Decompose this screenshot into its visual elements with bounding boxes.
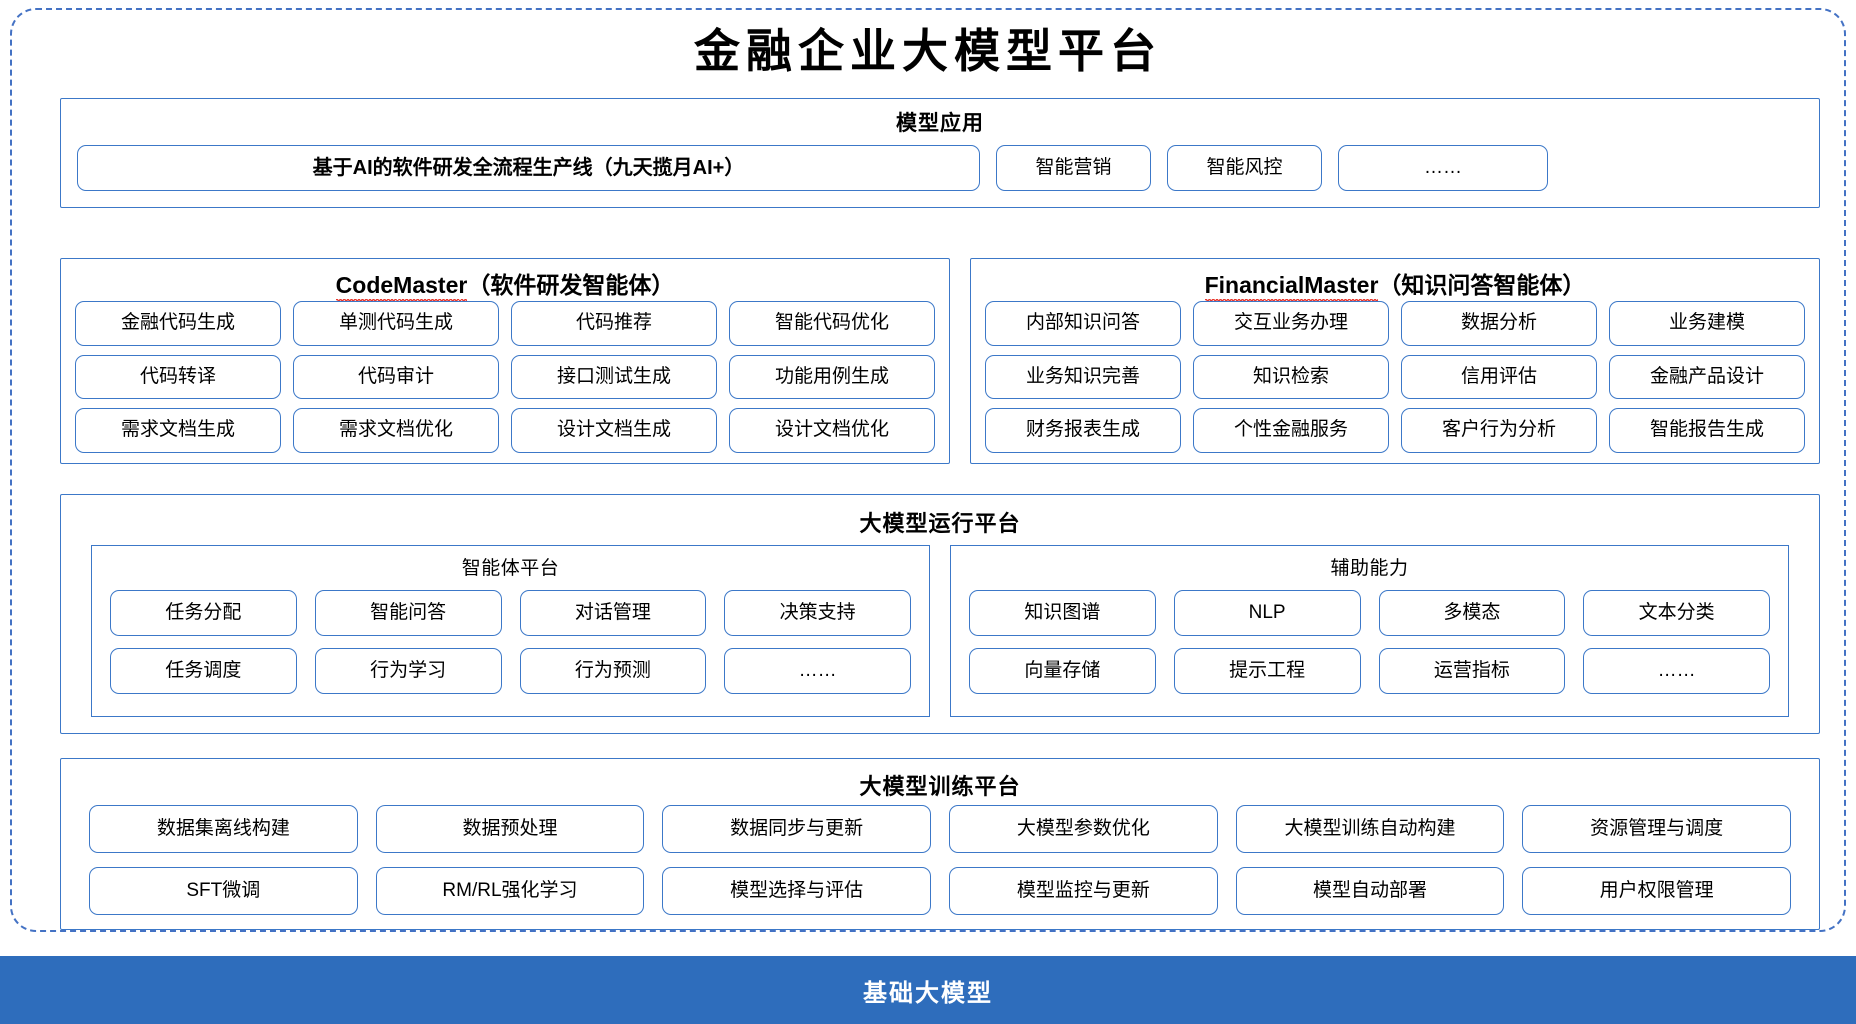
support-capability-item-4[interactable]: 向量存储 [969, 648, 1156, 694]
app-item-ellipsis[interactable]: …… [1338, 145, 1548, 191]
codemaster-item-11[interactable]: 设计文档优化 [729, 408, 935, 453]
app-item-smart-risk-control[interactable]: 智能风控 [1167, 145, 1322, 191]
training-item-4[interactable]: 大模型训练自动构建 [1235, 805, 1505, 853]
agent-platform-item-5[interactable]: 行为学习 [314, 648, 502, 694]
financialmaster-item-7[interactable]: 金融产品设计 [1609, 354, 1805, 400]
codemaster-item-10[interactable]: 设计文档生成 [511, 408, 717, 453]
financialmaster-item-3[interactable]: 业务建模 [1609, 301, 1805, 346]
runtime-column-agent-platform: 智能体平台 任务分配 智能问答 对话管理 决策支持 任务调度 行为学习 行为预测… [91, 545, 930, 717]
codemaster-item-0[interactable]: 金融代码生成 [75, 301, 281, 346]
foundation-model-bar: 基础大模型 [0, 956, 1856, 1024]
page-title: 金融企业大模型平台 [694, 26, 1162, 77]
financialmaster-item-5[interactable]: 知识检索 [1193, 354, 1389, 400]
agent-platform-item-3[interactable]: 决策支持 [724, 590, 911, 636]
financialmaster-item-11[interactable]: 智能报告生成 [1609, 408, 1805, 453]
financialmaster-item-10[interactable]: 客户行为分析 [1401, 408, 1597, 453]
codemaster-item-9[interactable]: 需求文档优化 [293, 408, 499, 453]
runtime-column-agent-platform-items: 任务分配 智能问答 对话管理 决策支持 任务调度 行为学习 行为预测 …… [110, 590, 911, 694]
agent-financialmaster-name-en: FinancialMaster [1204, 272, 1379, 304]
agent-platform-item-4[interactable]: 任务调度 [110, 648, 297, 694]
support-capability-item-ellipsis[interactable]: …… [1583, 648, 1770, 694]
support-capability-item-6[interactable]: 运营指标 [1378, 648, 1566, 694]
agent-codemaster-name-en: CodeMaster [335, 272, 468, 304]
support-capability-item-0[interactable]: 知识图谱 [969, 590, 1156, 636]
financialmaster-item-1[interactable]: 交互业务办理 [1193, 301, 1389, 346]
model-application-items: 基于AI的软件研发全流程生产线（九天揽月AI+） 智能营销 智能风控 …… [77, 145, 1803, 191]
codemaster-item-5[interactable]: 代码审计 [293, 354, 499, 400]
financialmaster-item-9[interactable]: 个性金融服务 [1193, 408, 1389, 453]
panel-training-platform: 大模型训练平台 数据集离线构建 数据预处理 数据同步与更新 大模型参数优化 大模… [60, 758, 1820, 930]
codemaster-item-7[interactable]: 功能用例生成 [729, 354, 935, 400]
agent-codemaster-title: CodeMaster（软件研发智能体） [61, 266, 949, 304]
support-capability-item-2[interactable]: 多模态 [1378, 590, 1566, 636]
training-item-6[interactable]: SFT微调 [89, 867, 358, 915]
training-item-0[interactable]: 数据集离线构建 [89, 805, 358, 853]
foundation-model-label: 基础大模型 [863, 979, 993, 1007]
training-item-5[interactable]: 资源管理与调度 [1522, 805, 1791, 853]
training-item-11[interactable]: 用户权限管理 [1522, 867, 1791, 915]
training-platform-items: 数据集离线构建 数据预处理 数据同步与更新 大模型参数优化 大模型训练自动构建 … [89, 805, 1791, 915]
training-item-3[interactable]: 大模型参数优化 [948, 805, 1218, 853]
training-item-8[interactable]: 模型选择与评估 [662, 867, 931, 915]
codemaster-item-6[interactable]: 接口测试生成 [511, 354, 717, 400]
financialmaster-item-0[interactable]: 内部知识问答 [985, 301, 1181, 346]
support-capability-item-3[interactable]: 文本分类 [1583, 590, 1770, 636]
agent-platform-item-1[interactable]: 智能问答 [314, 590, 502, 636]
panel-runtime-platform: 大模型运行平台 智能体平台 任务分配 智能问答 对话管理 决策支持 任务调度 行… [60, 494, 1820, 734]
training-item-1[interactable]: 数据预处理 [375, 805, 645, 853]
panel-training-platform-title: 大模型训练平台 [859, 774, 1021, 799]
agent-codemaster-items: 金融代码生成 单测代码生成 代码推荐 智能代码优化 代码转译 代码审计 接口测试… [75, 301, 935, 453]
support-capability-item-5[interactable]: 提示工程 [1173, 648, 1361, 694]
training-item-2[interactable]: 数据同步与更新 [662, 805, 931, 853]
agent-platform-item-2[interactable]: 对话管理 [519, 590, 707, 636]
codemaster-item-1[interactable]: 单测代码生成 [293, 301, 499, 346]
agent-platform-item-ellipsis[interactable]: …… [724, 648, 911, 694]
runtime-platform-columns: 智能体平台 任务分配 智能问答 对话管理 决策支持 任务调度 行为学习 行为预测… [91, 545, 1789, 717]
codemaster-item-8[interactable]: 需求文档生成 [75, 408, 281, 453]
training-item-7[interactable]: RM/RL强化学习 [375, 867, 645, 915]
agent-financialmaster-name-cn: （知识问答智能体） [1378, 272, 1586, 298]
outer-dashed-frame: 金融企业大模型平台 模型应用 基于AI的软件研发全流程生产线（九天揽月AI+） … [10, 8, 1846, 932]
runtime-column-support-capability: 辅助能力 知识图谱 NLP 多模态 文本分类 向量存储 提示工程 运营指标 …… [950, 545, 1789, 717]
agent-financialmaster-title: FinancialMaster（知识问答智能体） [971, 266, 1819, 304]
runtime-column-support-capability-title: 辅助能力 [1330, 558, 1409, 579]
app-item-smart-marketing[interactable]: 智能营销 [996, 145, 1151, 191]
agent-platform-item-0[interactable]: 任务分配 [110, 590, 297, 636]
panel-model-application: 模型应用 基于AI的软件研发全流程生产线（九天揽月AI+） 智能营销 智能风控 … [60, 98, 1820, 208]
support-capability-item-1[interactable]: NLP [1173, 590, 1361, 636]
codemaster-item-3[interactable]: 智能代码优化 [729, 301, 935, 346]
runtime-column-agent-platform-title: 智能体平台 [461, 558, 560, 579]
agent-platform-item-6[interactable]: 行为预测 [519, 648, 707, 694]
agent-codemaster-name-cn: （软件研发智能体） [467, 272, 675, 298]
financialmaster-item-2[interactable]: 数据分析 [1401, 301, 1597, 346]
panel-model-application-title: 模型应用 [896, 112, 984, 135]
runtime-column-support-capability-items: 知识图谱 NLP 多模态 文本分类 向量存储 提示工程 运营指标 …… [969, 590, 1770, 694]
panel-runtime-platform-title: 大模型运行平台 [859, 511, 1021, 536]
financialmaster-item-6[interactable]: 信用评估 [1401, 354, 1597, 400]
training-item-9[interactable]: 模型监控与更新 [948, 867, 1218, 915]
panel-agent-codemaster: CodeMaster（软件研发智能体） 金融代码生成 单测代码生成 代码推荐 智… [60, 258, 950, 464]
codemaster-item-2[interactable]: 代码推荐 [511, 301, 717, 346]
financialmaster-item-8[interactable]: 财务报表生成 [985, 408, 1181, 453]
app-item-ai-pipeline[interactable]: 基于AI的软件研发全流程生产线（九天揽月AI+） [77, 145, 980, 191]
financialmaster-item-4[interactable]: 业务知识完善 [985, 354, 1181, 400]
training-item-10[interactable]: 模型自动部署 [1235, 867, 1505, 915]
panel-agent-financialmaster: FinancialMaster（知识问答智能体） 内部知识问答 交互业务办理 数… [970, 258, 1820, 464]
codemaster-item-4[interactable]: 代码转译 [75, 354, 281, 400]
agent-financialmaster-items: 内部知识问答 交互业务办理 数据分析 业务建模 业务知识完善 知识检索 信用评估… [985, 301, 1805, 453]
